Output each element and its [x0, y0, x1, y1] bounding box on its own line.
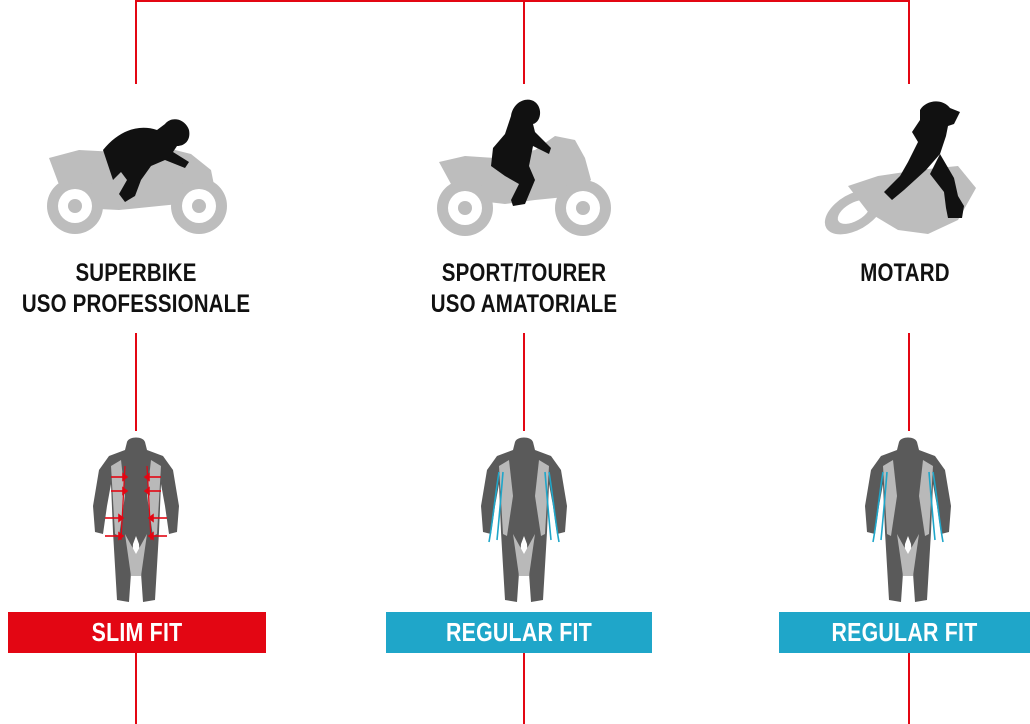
fit-badge-motard: REGULAR FIT — [779, 612, 1030, 653]
suit-regular-fit-icon — [865, 437, 951, 602]
top-connector-line — [135, 0, 910, 2]
suit-regular-fit-icon — [481, 437, 567, 602]
superbike-rider-icon — [47, 119, 227, 234]
connector-line-motard-top — [908, 0, 910, 84]
connector-line-sport-bottom — [523, 653, 525, 724]
motard-rider-icon — [824, 101, 976, 235]
connector-line-superbike-top — [135, 0, 137, 84]
fit-badge-superbike: SLIM FIT — [8, 612, 266, 653]
connector-line-motard-mid — [908, 333, 910, 431]
category-superbike: SUPERBIKE USO PROFESSIONALE SLIM FIT — [0, 0, 301, 724]
category-label-sport-tourer: SPORT/TOURER USO AMATORIALE — [430, 259, 618, 318]
category-motard: MOTARD REGULAR FIT — [700, 0, 1030, 724]
suit-slim-fit-icon — [93, 437, 179, 602]
connector-line-sport-mid — [523, 333, 525, 431]
sport-tourer-rider-icon — [437, 99, 611, 236]
category-sport-tourer: SPORT/TOURER USO AMATORIALE REGULAR FIT — [359, 0, 689, 724]
fit-badge-sport-tourer: REGULAR FIT — [386, 612, 652, 653]
category-label-motard: MOTARD — [860, 259, 950, 287]
category-label-superbike: SUPERBIKE USO PROFESSIONALE — [21, 259, 251, 318]
connector-line-motard-bottom — [908, 653, 910, 724]
connector-line-superbike-bottom — [135, 653, 137, 724]
connector-line-sport-top — [523, 0, 525, 84]
connector-line-superbike-mid — [135, 333, 137, 431]
